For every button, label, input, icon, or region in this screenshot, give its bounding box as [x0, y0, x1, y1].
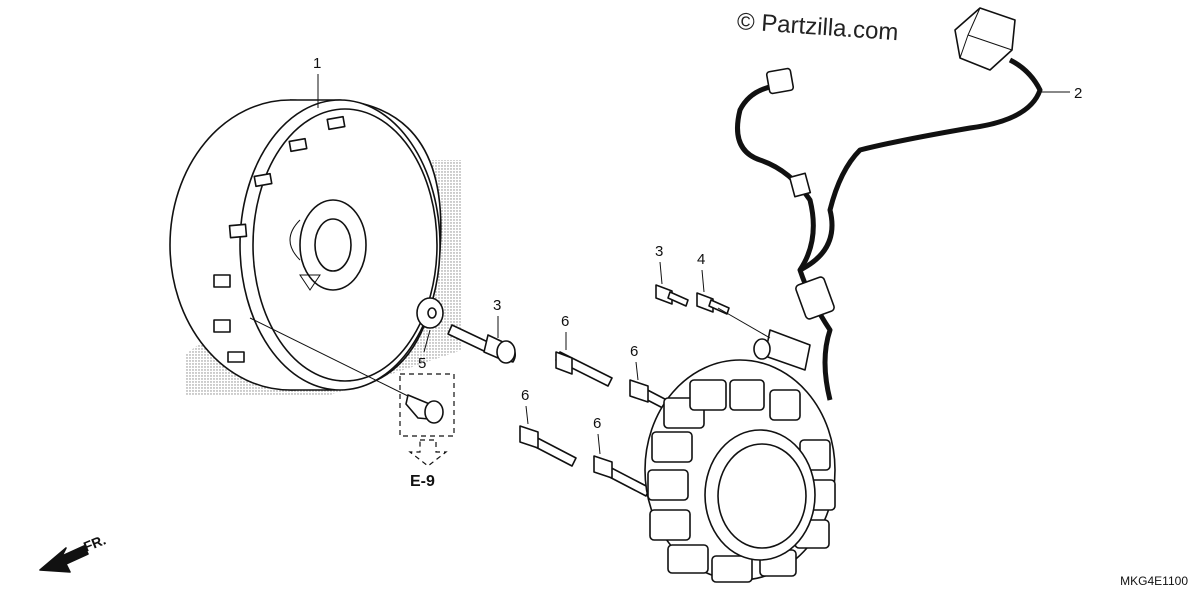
flange-bolt [447, 324, 516, 364]
harness-bolt-2 [696, 292, 730, 315]
callout-2: 2 [1040, 85, 1082, 102]
svg-text:1: 1 [313, 55, 321, 72]
diagram-code: MKG4E1100 [1120, 574, 1188, 588]
stator [644, 359, 836, 583]
svg-text:2: 2 [1074, 85, 1082, 102]
callout-3-b: 4 [697, 251, 705, 293]
flywheel [169, 99, 442, 391]
svg-text:3: 3 [493, 297, 501, 314]
flywheel-slots [213, 115, 346, 363]
small-connector [765, 67, 795, 95]
svg-text:6: 6 [593, 415, 601, 432]
callout-1: 1 [313, 55, 321, 108]
callout-5: 5 [418, 329, 431, 372]
harness-bolt-1 [655, 284, 689, 307]
stator-bolt-1 [555, 351, 613, 387]
callout-6-d: 6 [593, 415, 601, 455]
callout-4: 3 [493, 297, 501, 338]
callout-3-a: 3 [655, 243, 663, 285]
svg-text:FR.: FR. [81, 531, 108, 554]
svg-text:5: 5 [418, 355, 426, 372]
reference-label: E-9 [410, 473, 435, 490]
reference-box [249, 317, 455, 437]
callout-6-c: 6 [521, 387, 529, 425]
wire-harness [735, 57, 1043, 401]
svg-text:6: 6 [561, 313, 569, 330]
callout-6-b: 6 [630, 343, 639, 381]
stator-bolt-3 [519, 425, 577, 467]
svg-text:6: 6 [521, 387, 529, 404]
washer [416, 297, 444, 329]
svg-text:6: 6 [630, 343, 638, 360]
front-direction-arrow: FR. [39, 531, 108, 573]
svg-text:3: 3 [655, 243, 663, 260]
main-connector [954, 7, 1016, 71]
stator-bolt-4 [593, 455, 651, 497]
reference-arrow [408, 439, 448, 467]
svg-text:4: 4 [697, 251, 705, 268]
callout-6-a: 6 [561, 313, 569, 350]
